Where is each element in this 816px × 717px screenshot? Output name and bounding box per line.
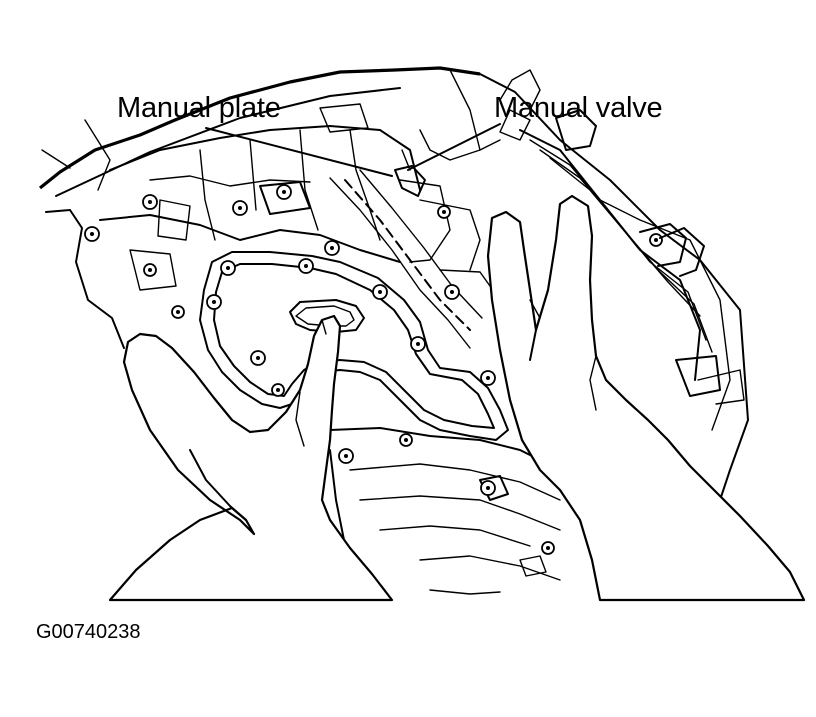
- manual-valve-leader: [407, 123, 501, 171]
- figure-code: G00740238: [36, 621, 141, 643]
- manual-plate-leader: [205, 127, 393, 177]
- manual-plate-label: Manual plate: [117, 92, 281, 124]
- valve-body: [99, 69, 541, 349]
- leader-lines: [205, 123, 501, 177]
- left-hand: [108, 314, 394, 602]
- right-hand: [486, 194, 806, 602]
- manual-plate: [199, 251, 509, 441]
- wire-harness: [499, 109, 745, 405]
- manual-valve-label: Manual valve: [494, 92, 663, 124]
